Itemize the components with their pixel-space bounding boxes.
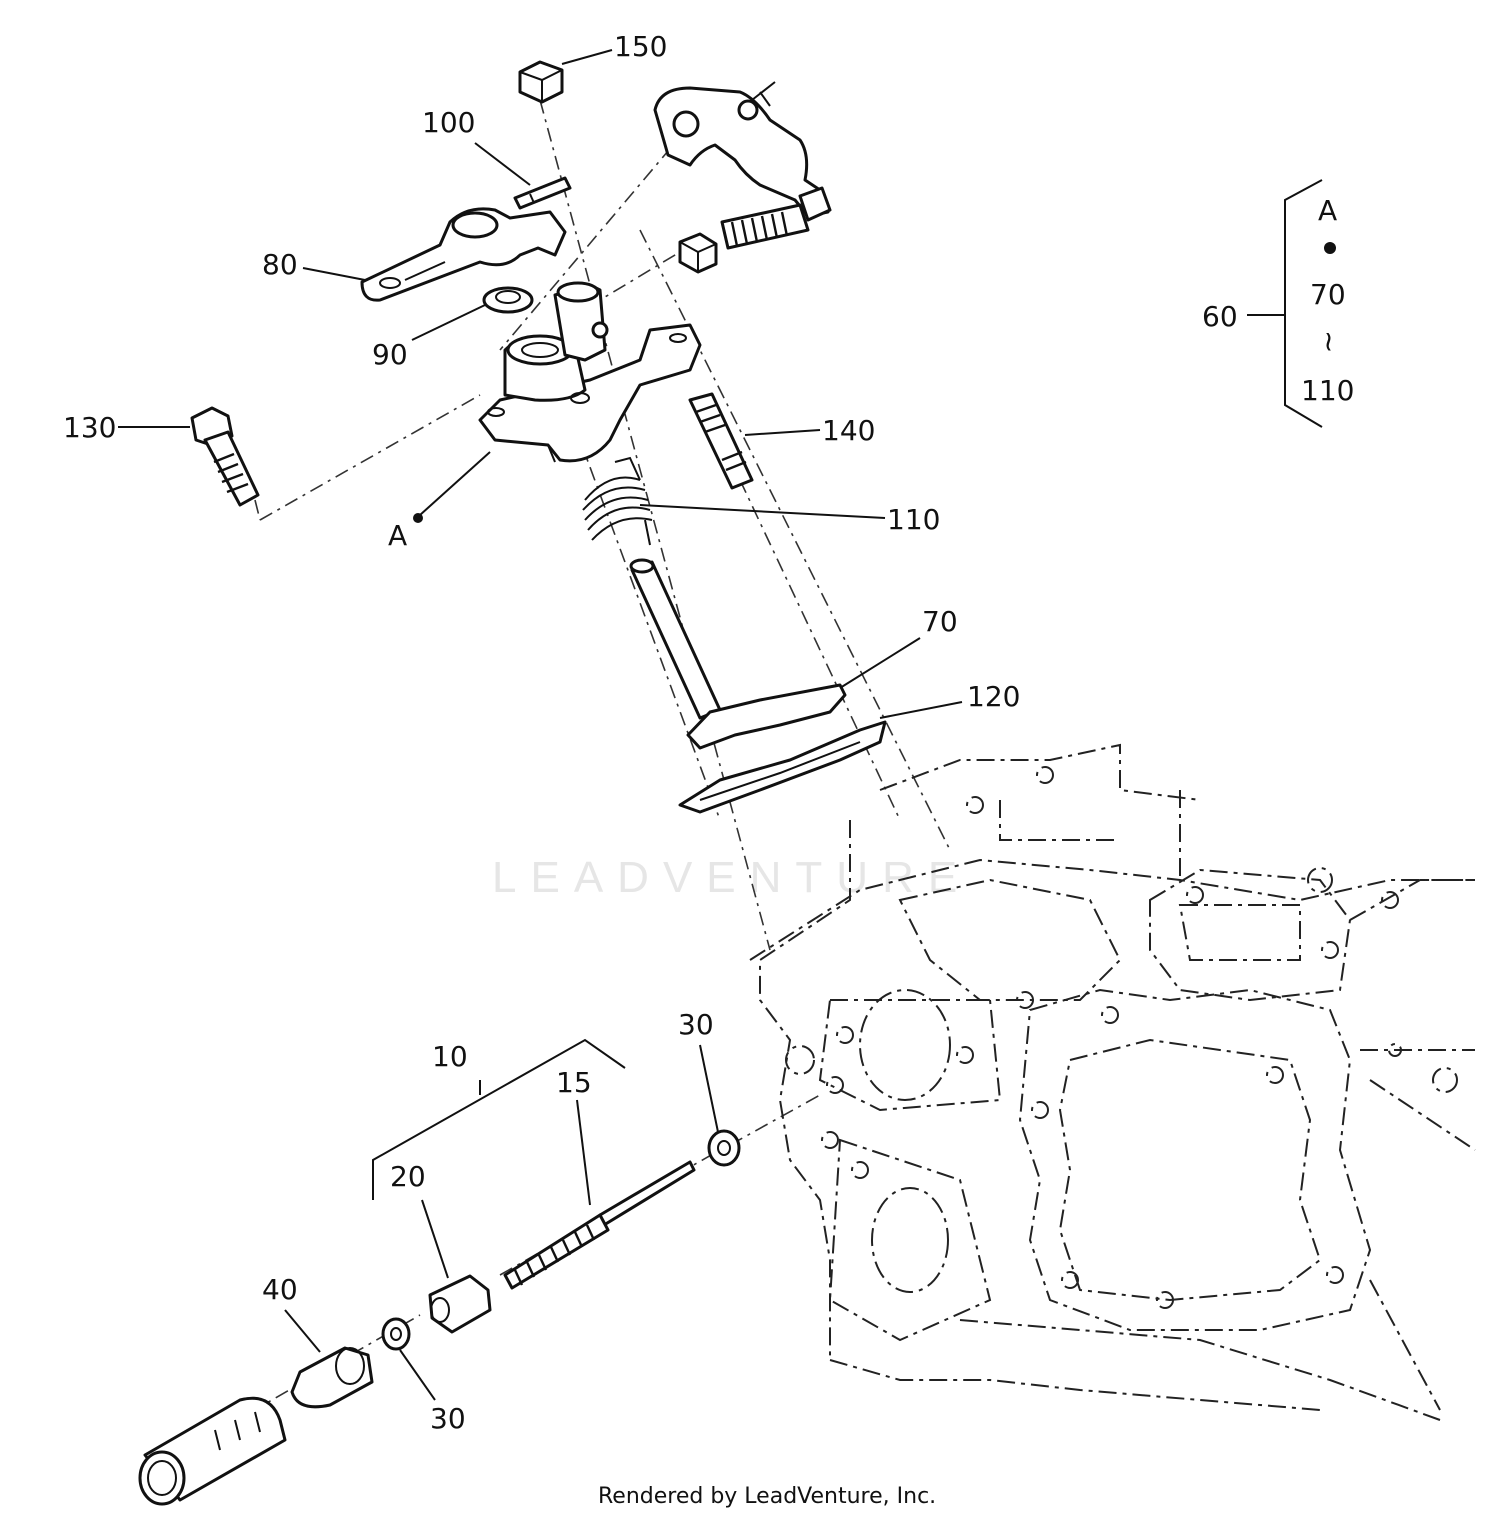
callout-130: 130 xyxy=(63,411,116,444)
callout-20: 20 xyxy=(390,1160,426,1193)
part-140-stud[interactable] xyxy=(688,392,754,490)
part-80-lever[interactable] xyxy=(360,207,567,302)
callout-40: 40 xyxy=(262,1273,298,1306)
part-40-cap-nut[interactable] xyxy=(290,1346,374,1409)
part-120-gasket[interactable] xyxy=(678,720,887,814)
callout-labels: 150 100 80 90 130 A 140 110 70 120 10 15… xyxy=(63,30,1020,1435)
part-100-pin[interactable] xyxy=(513,176,572,210)
callout-80: 80 xyxy=(262,248,298,281)
legend-item-a: A xyxy=(1318,194,1337,227)
part-15-adjusting-screw[interactable] xyxy=(503,1160,696,1290)
callout-70: 70 xyxy=(922,605,958,638)
callout-120: 120 xyxy=(967,680,1020,713)
callout-90: 90 xyxy=(372,338,408,371)
callout-a: A xyxy=(388,519,407,552)
legend-item-110: 110 xyxy=(1301,374,1354,407)
part-30-washer-upper[interactable] xyxy=(707,1129,741,1167)
legend-item-70: 70 xyxy=(1310,278,1346,311)
part-70-shaft[interactable] xyxy=(629,558,847,750)
cover-tube[interactable] xyxy=(138,1396,287,1506)
part-110-spring[interactable] xyxy=(582,456,653,546)
callout-150: 150 xyxy=(614,30,667,63)
legend-dot xyxy=(1324,242,1336,254)
callout-10: 10 xyxy=(432,1040,468,1073)
legend-assembly-number: 60 xyxy=(1202,300,1238,333)
callout-140: 140 xyxy=(822,414,875,447)
callout-110: 110 xyxy=(887,503,940,536)
callout-100: 100 xyxy=(422,106,475,139)
callout-30-lower: 30 xyxy=(430,1402,466,1435)
watermark: LEADVENTURE xyxy=(492,853,971,902)
part-150-flange-nut[interactable] xyxy=(518,60,564,104)
part-30-washer-lower[interactable] xyxy=(381,1317,411,1351)
governor-lever[interactable] xyxy=(653,81,830,218)
callout-30-upper: 30 xyxy=(678,1008,714,1041)
part-130-bolt[interactable] xyxy=(190,406,260,507)
governor-housing[interactable] xyxy=(478,281,702,463)
reference-point-a-dot xyxy=(413,513,423,523)
engine-block xyxy=(749,743,1476,1421)
callout-15: 15 xyxy=(556,1066,592,1099)
legend-range-tilde: ~ xyxy=(1313,330,1346,353)
assembly-legend: 60 A 70 ~ 110 xyxy=(1202,179,1354,428)
part-20-nut[interactable] xyxy=(428,1274,492,1334)
lever-bolt[interactable] xyxy=(720,186,832,250)
render-credit: Rendered by LeadVenture, Inc. xyxy=(598,1484,936,1509)
part-90-seal[interactable] xyxy=(482,286,534,314)
lever-nut[interactable] xyxy=(678,232,718,274)
leader-lines xyxy=(118,49,963,1401)
